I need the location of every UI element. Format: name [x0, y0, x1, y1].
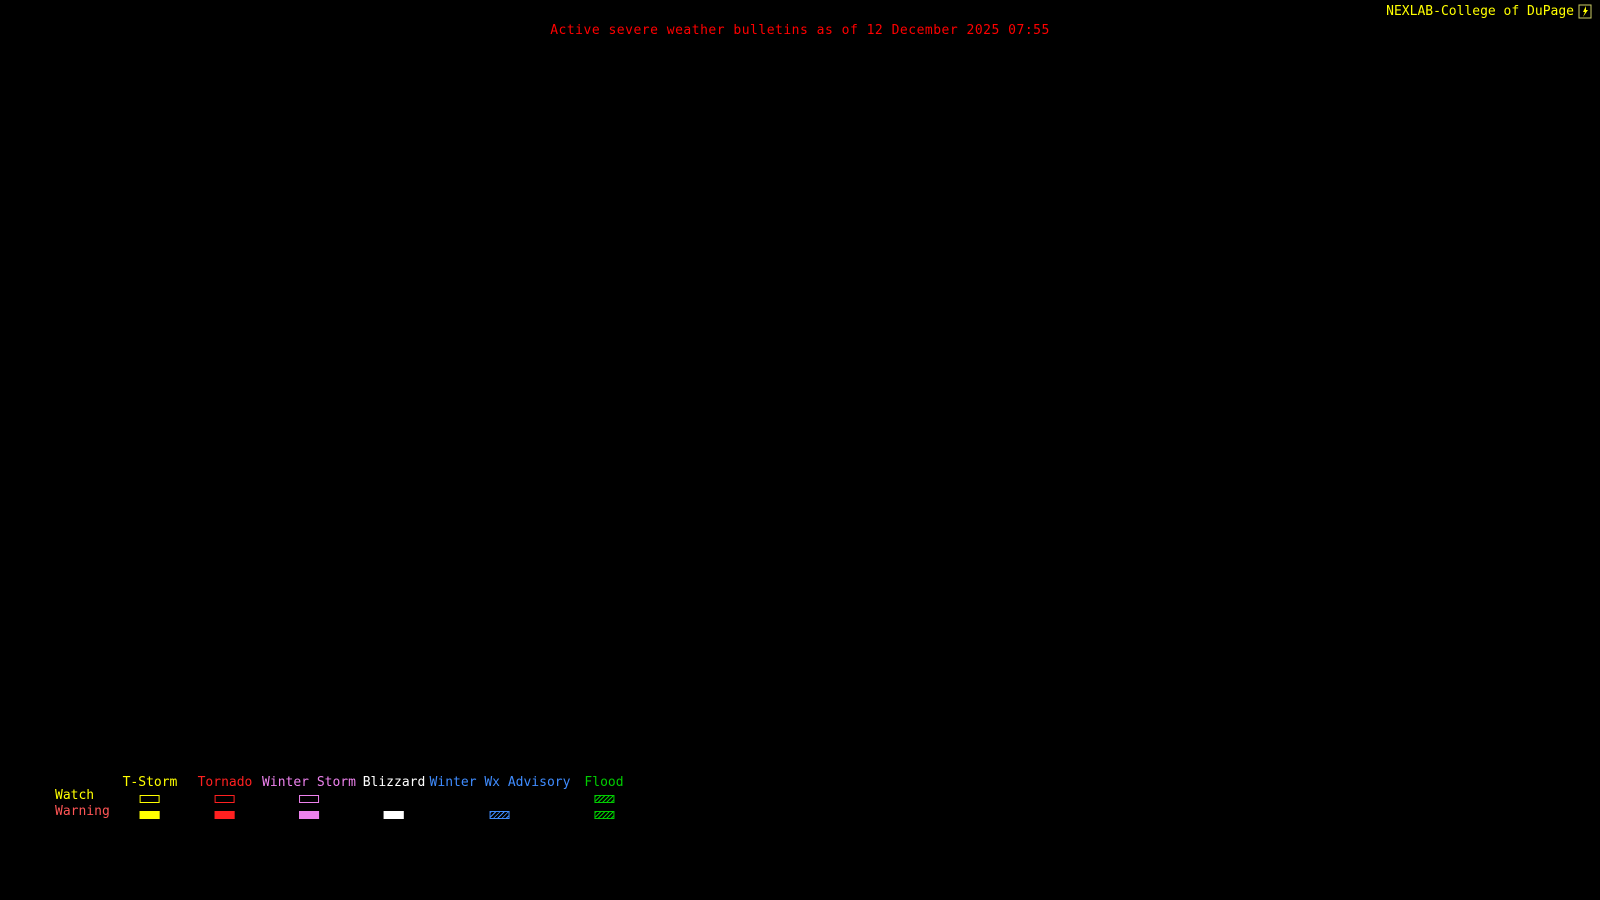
flood-watch-swatch	[593, 795, 614, 803]
legend-col-tstorm: T-Storm	[122, 775, 178, 819]
source-label: NEXLAB-College of DuPage	[1386, 4, 1574, 19]
blizzard-warning-swatch	[384, 811, 404, 819]
legend-col-blizzard: Blizzard	[362, 775, 426, 819]
legend-col-tornado: Tornado	[197, 775, 253, 819]
nexlab-logo-icon	[1578, 4, 1592, 19]
tornado-warning-swatch	[214, 811, 235, 819]
winter-storm-warning-swatch	[298, 811, 319, 819]
bulletin-title: Active severe weather bulletins as of 12…	[550, 23, 1050, 38]
tornado-watch-swatch	[214, 795, 235, 803]
legend-col-flood: Flood	[584, 775, 624, 819]
legend: Watch Warning T-Storm Tornado Winter Sto…	[55, 776, 695, 828]
source-attribution: NEXLAB-College of DuPage	[1386, 4, 1592, 19]
legend-col-winter-storm: Winter Storm	[262, 776, 356, 819]
legend-col-label: Blizzard	[362, 775, 426, 790]
legend-col-winter-wx-advisory: Winter Wx Advisory	[429, 775, 571, 819]
winter-wx-advisory-warning-swatch	[489, 811, 510, 819]
winter-storm-watch-swatch	[298, 795, 319, 803]
tstorm-watch-swatch	[139, 795, 160, 803]
legend-col-label: T-Storm	[122, 775, 178, 790]
legend-col-label: Winter Wx Advisory	[429, 775, 571, 790]
legend-col-label: Tornado	[197, 775, 253, 790]
legend-col-label: Winter Storm	[262, 775, 356, 790]
legend-col-label: Flood	[584, 775, 624, 790]
legend-row-warning-label: Warning	[55, 804, 110, 819]
legend-row-watch-label: Watch	[55, 788, 95, 803]
tstorm-warning-swatch	[139, 811, 160, 819]
flood-warning-swatch	[593, 811, 614, 819]
